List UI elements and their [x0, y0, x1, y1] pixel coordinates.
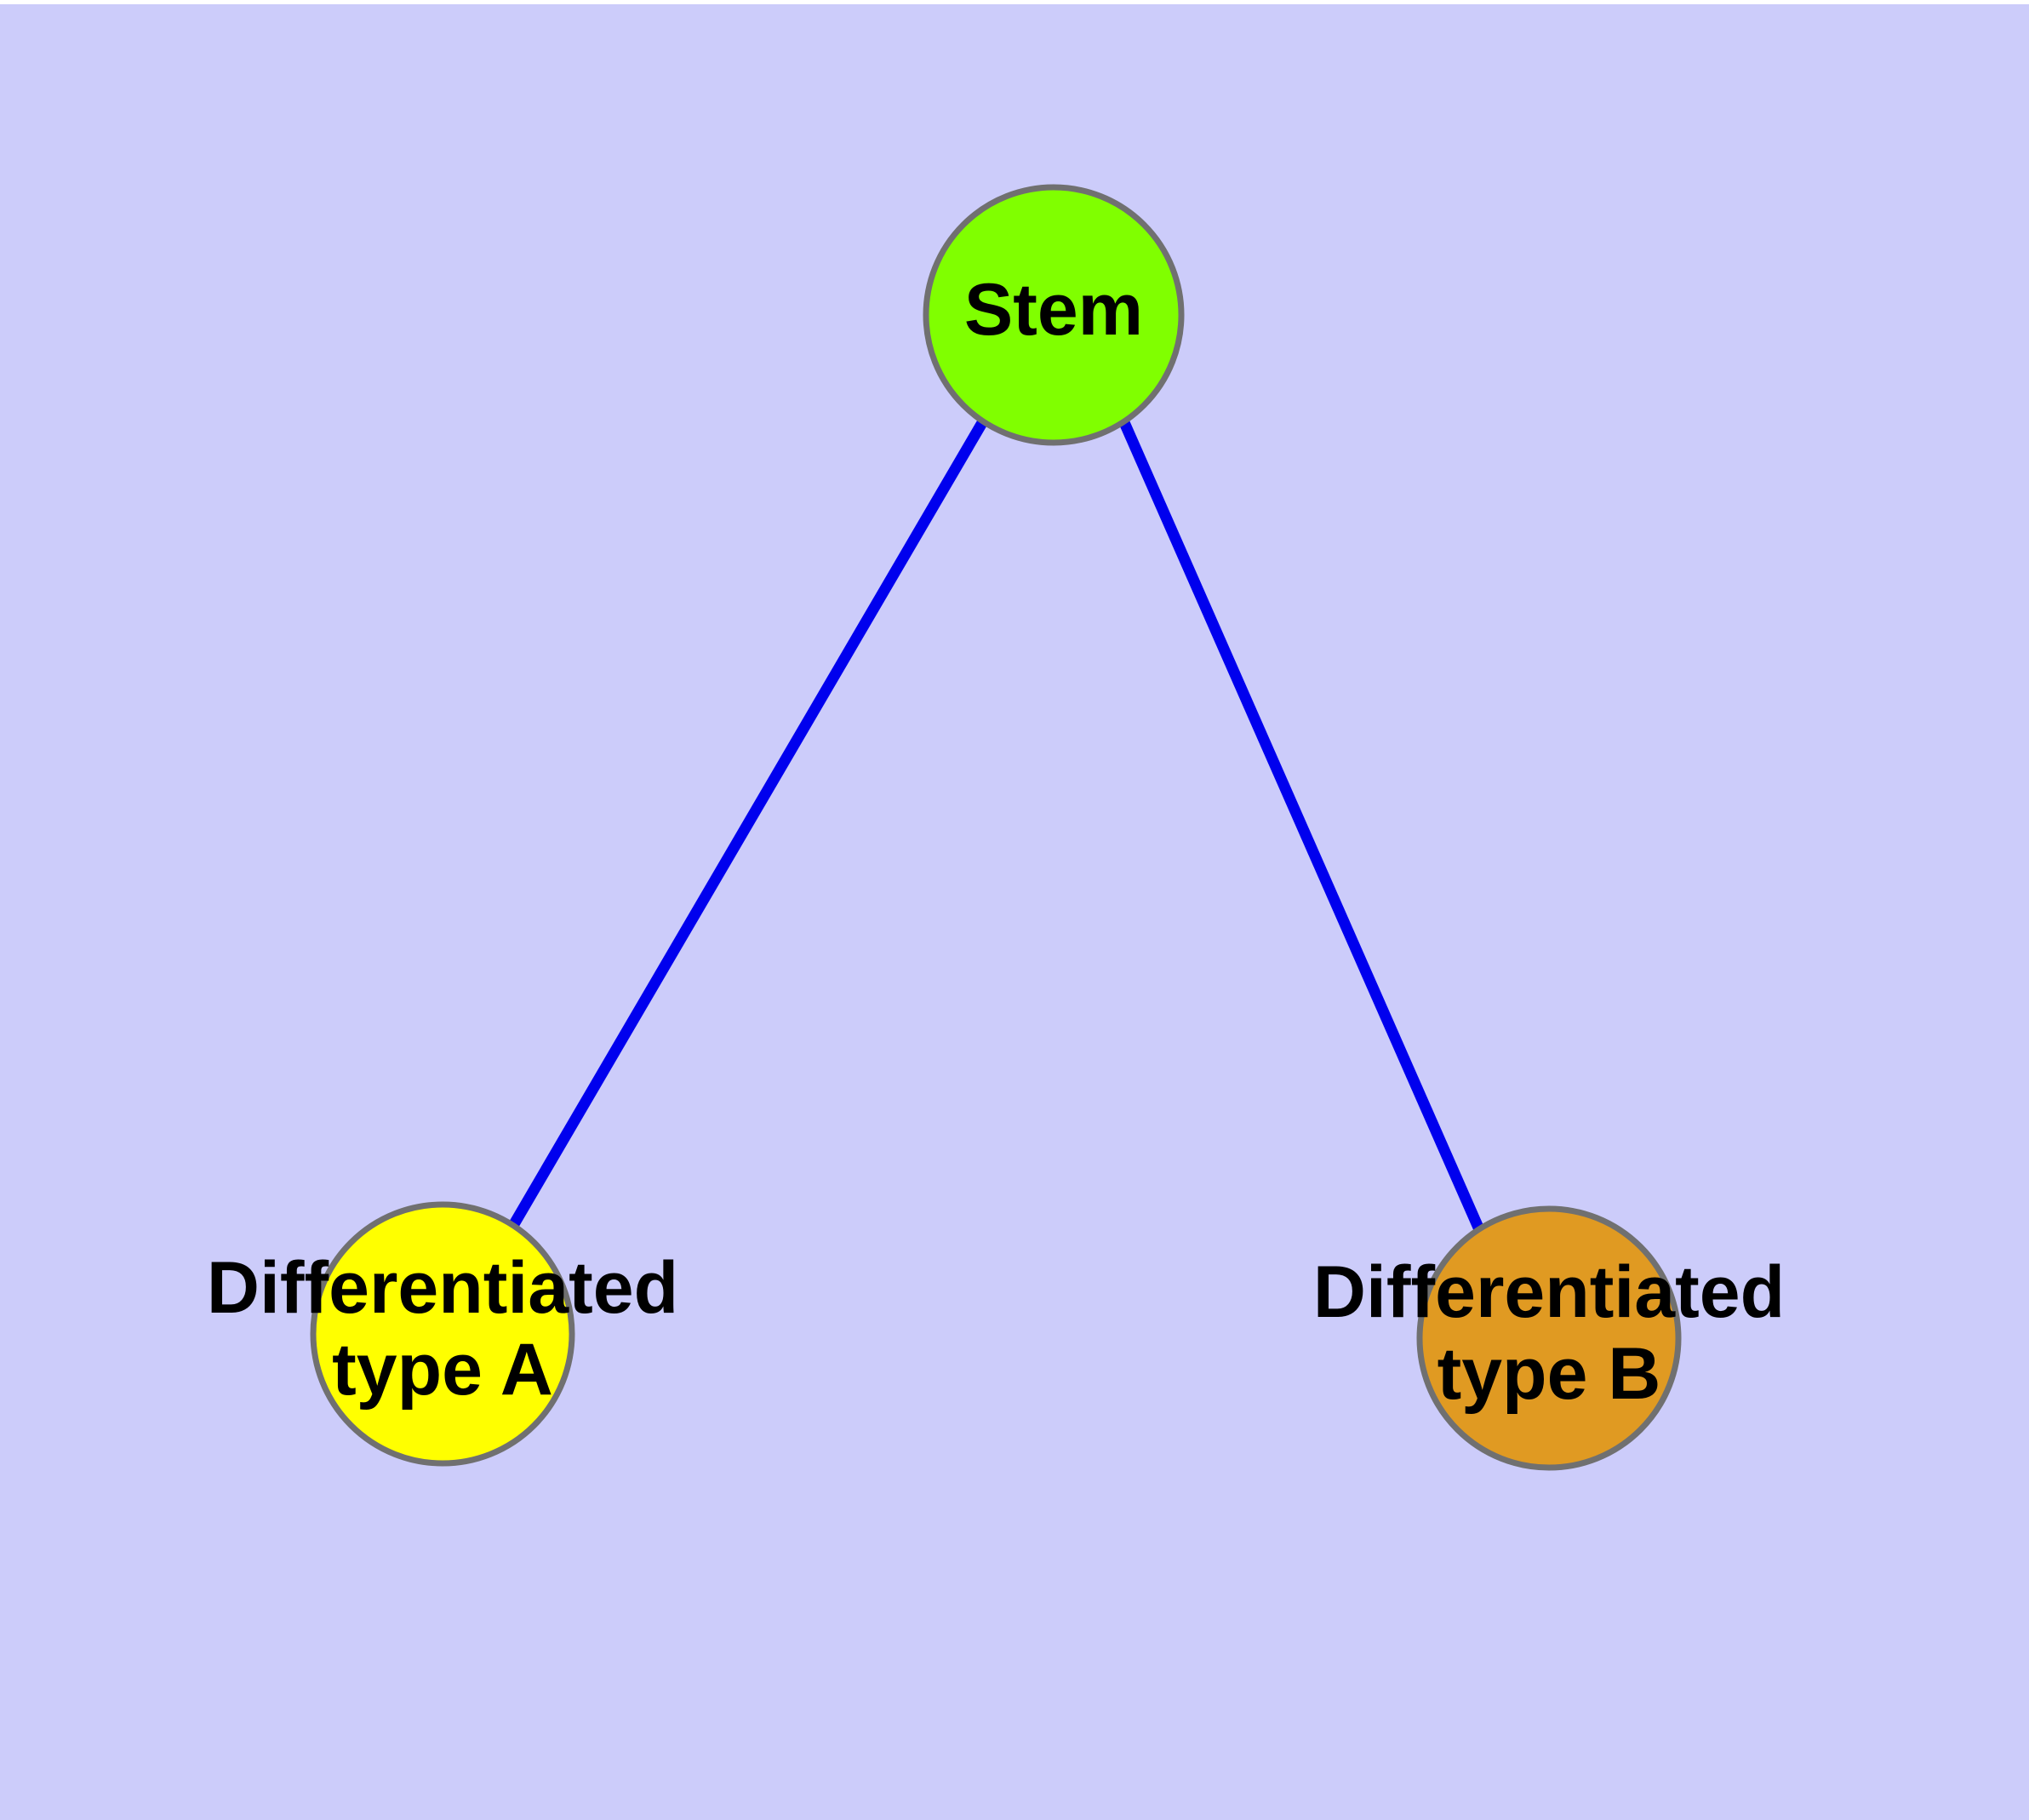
label-line: type B — [1437, 1333, 1661, 1415]
node-stem-label: Stem — [964, 269, 1143, 351]
node-layer — [310, 184, 1682, 1471]
node-differentiated-type-b[interactable] — [1416, 1205, 1682, 1471]
edge-layer — [509, 418, 1483, 1230]
edge-stem-to-differentiated-type-a[interactable] — [509, 418, 988, 1228]
node-differentiated-type-a[interactable] — [310, 1201, 575, 1467]
label-line: Stem — [964, 269, 1143, 351]
node-differentiated-type-b-circle[interactable] — [1416, 1205, 1682, 1471]
label-line: Differentiated — [1313, 1251, 1785, 1333]
node-differentiated-type-a-circle[interactable] — [310, 1201, 575, 1467]
node-stem[interactable] — [923, 184, 1185, 446]
edge-stem-to-differentiated-type-b[interactable] — [1118, 418, 1483, 1230]
label-line: Differentiated — [207, 1247, 678, 1329]
node-stem-circle[interactable] — [923, 184, 1185, 446]
label-line: type A — [332, 1329, 553, 1411]
